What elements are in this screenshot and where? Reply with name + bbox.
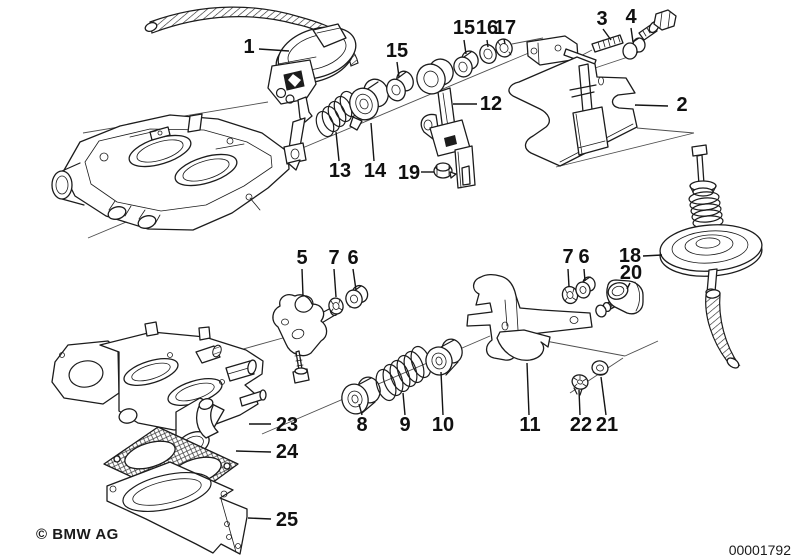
callout-6-right: 6	[578, 246, 589, 268]
washer-7-right	[561, 285, 579, 305]
callout-12: 12	[480, 93, 502, 115]
callout-3: 3	[596, 8, 607, 30]
callout-11: 11	[519, 414, 540, 436]
callout-16: 16	[476, 17, 498, 39]
callout-10: 10	[432, 414, 454, 436]
callout-15-left: 15	[386, 40, 408, 62]
diagram-code: 00001792	[729, 542, 792, 558]
callout-21: 21	[596, 414, 618, 436]
callout-leaders	[235, 27, 669, 520]
callout-2: 2	[676, 94, 687, 116]
bushing-14	[349, 78, 389, 121]
washer-7-left	[328, 297, 344, 315]
nut-19	[433, 162, 457, 179]
callout-13: 13	[329, 160, 351, 182]
nut-17	[495, 38, 513, 58]
callout-7-right: 7	[562, 246, 573, 268]
callout-25: 25	[276, 509, 298, 531]
spacer-4	[622, 37, 646, 60]
pulldown-unit	[267, 23, 357, 171]
callout-4: 4	[625, 6, 637, 28]
spring-9	[375, 345, 432, 402]
diaphragm-18	[659, 224, 763, 296]
bracket-11	[466, 273, 593, 361]
nut-6-left	[345, 284, 369, 309]
bushing-15-left	[386, 70, 414, 102]
callout-labels: 1 2 3 4 5 7 6 7 6 8 9 10 11 12 13 14 15 …	[243, 6, 687, 531]
callout-20: 20	[620, 262, 642, 284]
screw-3	[591, 34, 624, 53]
bushing-10	[425, 338, 463, 376]
throttle-body	[51, 321, 267, 457]
callout-19: 19	[398, 162, 420, 184]
bushing-15-right	[453, 50, 479, 78]
callout-1: 1	[243, 36, 254, 58]
clip-22	[571, 374, 589, 396]
callout-9: 9	[399, 414, 410, 436]
bmw-copyright: © BMW AG	[36, 526, 119, 543]
callout-23: 23	[276, 414, 298, 436]
washer-16	[479, 44, 497, 64]
washer-21	[591, 360, 609, 376]
lever-12	[416, 58, 476, 189]
callout-24: 24	[276, 441, 299, 463]
bushing-8	[341, 376, 381, 415]
carburetor-top-cover	[51, 113, 290, 231]
callout-18: 18	[619, 245, 641, 267]
block-20	[606, 279, 644, 315]
callout-15-right: 15	[453, 17, 475, 39]
callout-8: 8	[356, 414, 367, 436]
vacuum-hose-18	[705, 289, 741, 369]
callout-6-left: 6	[347, 247, 358, 269]
bracket-2	[508, 35, 638, 167]
callout-14: 14	[364, 160, 387, 182]
nut-6-right	[575, 276, 596, 299]
bolt-4	[638, 9, 677, 41]
callout-22: 22	[570, 414, 592, 436]
callout-17: 17	[494, 17, 516, 39]
plate-25	[106, 461, 248, 555]
callout-7-left: 7	[328, 247, 339, 269]
callout-5: 5	[296, 247, 307, 269]
